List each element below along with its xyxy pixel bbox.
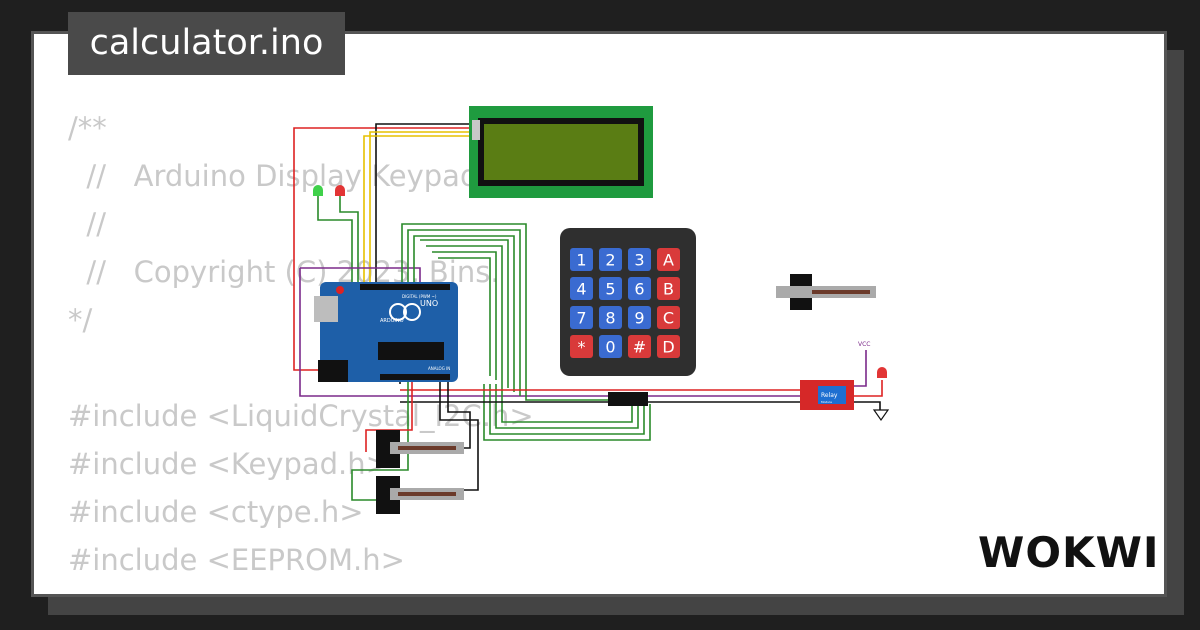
keypad-key-2[interactable]: 2 bbox=[599, 248, 622, 271]
keypad-key-hash[interactable]: # bbox=[628, 335, 651, 358]
keypad-key-label: B bbox=[663, 280, 674, 299]
wokwi-logo: WOKWI bbox=[978, 528, 1160, 577]
keypad-key-label: A bbox=[663, 251, 674, 270]
keypad-key-5[interactable]: 5 bbox=[599, 277, 622, 300]
keypad-key-6[interactable]: 6 bbox=[628, 277, 651, 300]
keypad-key-label: 0 bbox=[605, 338, 615, 357]
keypad-key-label: 7 bbox=[576, 309, 586, 328]
keypad-key-D[interactable]: D bbox=[657, 335, 680, 358]
keypad-key-label: 9 bbox=[634, 309, 644, 328]
keypad-key-8[interactable]: 8 bbox=[599, 306, 622, 329]
keypad-key-label: 4 bbox=[576, 280, 586, 299]
keypad-key-label: D bbox=[662, 338, 674, 357]
potentiometer-right[interactable] bbox=[776, 274, 876, 310]
keypad-key-0[interactable]: 0 bbox=[599, 335, 622, 358]
ground-icon bbox=[872, 409, 890, 422]
relay-label: Relay bbox=[821, 392, 838, 399]
keypad-key-label: # bbox=[633, 338, 646, 357]
relay-sublabel: Module bbox=[821, 400, 832, 404]
keypad-key-star[interactable]: * bbox=[570, 335, 593, 358]
code-line: /** bbox=[68, 111, 107, 145]
board-label: UNO bbox=[420, 299, 438, 308]
wires bbox=[293, 123, 883, 501]
keypad-key-3[interactable]: 3 bbox=[628, 248, 651, 271]
potentiometer-bottom[interactable] bbox=[376, 476, 464, 514]
keypad-key-B[interactable]: B bbox=[657, 277, 680, 300]
board-analog-label: ANALOG IN bbox=[428, 366, 450, 371]
keypad-key-label: * bbox=[578, 338, 586, 357]
board-sublabel: ARDUINO bbox=[380, 318, 404, 324]
code-line: */ bbox=[68, 303, 93, 337]
potentiometer-top[interactable] bbox=[376, 430, 464, 468]
led-red[interactable] bbox=[335, 185, 345, 196]
arduino-board[interactable]: UNO ARDUINO DIGITAL (PWM ~) ANALOG IN bbox=[314, 282, 458, 382]
keypad-key-label: 2 bbox=[605, 251, 615, 270]
code-line: // Copyright (C) 2023, Bins. bbox=[68, 255, 500, 289]
keypad-key-A[interactable]: A bbox=[657, 248, 680, 271]
file-title: calculator.ino bbox=[68, 12, 345, 75]
keypad-key-label: C bbox=[663, 309, 674, 328]
lcd-display[interactable] bbox=[469, 106, 653, 198]
keypad-key-label: 8 bbox=[605, 309, 615, 328]
led-red-relay[interactable] bbox=[877, 367, 887, 378]
keypad-key-label: 5 bbox=[605, 280, 615, 299]
keypad-key-4[interactable]: 4 bbox=[570, 277, 593, 300]
code-line: #include <ctype.h> bbox=[68, 495, 364, 529]
keypad-key-label: 6 bbox=[634, 280, 644, 299]
board-digital-label: DIGITAL (PWM ~) bbox=[402, 294, 437, 299]
keypad-key-7[interactable]: 7 bbox=[570, 306, 593, 329]
code-line: #include <EEPROM.h> bbox=[68, 543, 405, 577]
code-line: #include <Keypad.h> bbox=[68, 447, 390, 481]
relay-module[interactable]: Relay Module bbox=[800, 380, 854, 410]
code-background: /** // Arduino Display Keypad // // Copy… bbox=[68, 104, 534, 584]
led-green[interactable] bbox=[313, 185, 323, 196]
keypad-key-label: 3 bbox=[634, 251, 644, 270]
keypad-key-C[interactable]: C bbox=[657, 306, 680, 329]
keypad-key-1[interactable]: 1 bbox=[570, 248, 593, 271]
code-line: #include <LiquidCrystal_I2C.h> bbox=[68, 399, 534, 433]
keypad-key-9[interactable]: 9 bbox=[628, 306, 651, 329]
vcc-label: VCC bbox=[858, 341, 870, 348]
keypad-key-label: 1 bbox=[576, 251, 586, 270]
code-line: // bbox=[68, 207, 106, 241]
